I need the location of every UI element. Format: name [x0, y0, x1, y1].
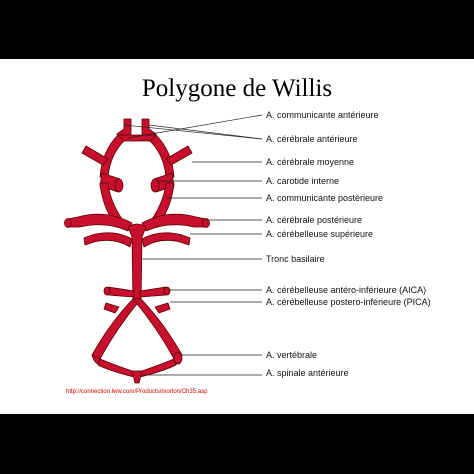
superior-cerebellar-artery-left — [83, 232, 133, 248]
pointer-ant-cerebral-left — [123, 124, 263, 140]
anterior-spinal-artery-stem — [131, 370, 143, 384]
posterior-cerebral-artery-left — [67, 213, 133, 232]
circle-of-willis-diagram — [64, 114, 263, 384]
anterior-spinal-artery-left — [97, 358, 135, 378]
pointer-ant-cerebral-right — [148, 124, 263, 140]
diagram-title: Polygone de Willis — [141, 75, 333, 102]
label-superior-cerebellar: A. cérébelleuse supérieure — [266, 229, 374, 239]
pica-left — [103, 302, 120, 314]
middle-cerebral-artery-right — [165, 145, 193, 166]
posterior-cerebral-right-end — [202, 218, 210, 228]
label-middle-cerebral: A. cérébrale moyenne — [266, 157, 355, 167]
label-basilar-trunk: Tronc basilaire — [266, 254, 325, 264]
label-posterior-communicating: A. communicante postérieure — [266, 193, 384, 203]
label-pica: A. cérébelleuse postero-inférieure (PICA… — [266, 297, 431, 307]
pointer-lines — [123, 114, 263, 376]
anterior-spinal-artery-right — [139, 358, 177, 378]
label-anterior-cerebral: A. cérébrale antérieure — [266, 134, 358, 144]
label-posterior-cerebral: A. cérébrale postérieure — [266, 215, 363, 225]
vertebral-left-end — [173, 351, 183, 365]
anterior-communicating-artery — [117, 134, 157, 142]
middle-cerebral-artery-left — [81, 145, 109, 166]
slide: Polygone de Willis — [0, 59, 474, 414]
label-anterior-spinal: A. spinale antérieure — [266, 368, 349, 378]
superior-cerebellar-artery-right — [141, 232, 191, 248]
label-anterior-communicating: A. communicante antérieure — [266, 110, 379, 120]
source-link[interactable]: http://connection.lww.com/Products/morto… — [66, 389, 208, 395]
internal-carotid-left-end — [114, 178, 124, 193]
posterior-cerebral-artery-right — [141, 213, 207, 232]
pointer-ant-communicating — [127, 114, 263, 139]
aica-right-end — [163, 286, 171, 296]
aica-left-end — [103, 286, 111, 296]
label-internal-carotid: A. carotide interne — [266, 176, 340, 186]
label-vertebral: A. vertébrale — [266, 350, 318, 360]
aica-left — [107, 286, 135, 298]
aica-right — [139, 286, 167, 298]
internal-carotid-right-end — [150, 178, 160, 193]
label-aica: A. cérébelleuse antéro-inférieure (AICA) — [266, 285, 427, 295]
posterior-cerebral-left-end — [64, 218, 72, 228]
pica-right — [154, 302, 171, 314]
